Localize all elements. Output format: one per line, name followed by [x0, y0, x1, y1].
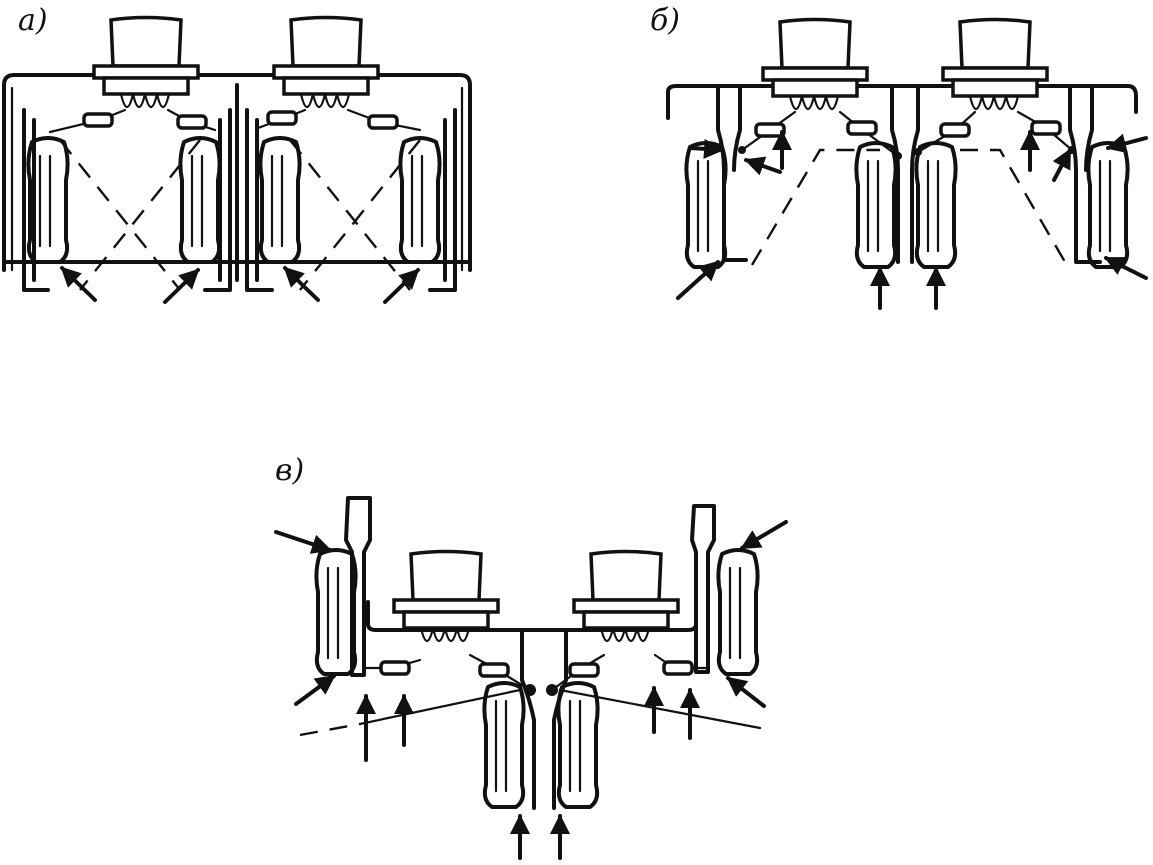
panel-a-label: а) [18, 3, 48, 38]
panel-b: б) [650, 3, 1148, 310]
panel-v: в) [274, 453, 788, 860]
panel-v-label: в) [275, 453, 304, 488]
panel-b-label: б) [650, 3, 680, 38]
panel-a: а) [2, 3, 472, 304]
